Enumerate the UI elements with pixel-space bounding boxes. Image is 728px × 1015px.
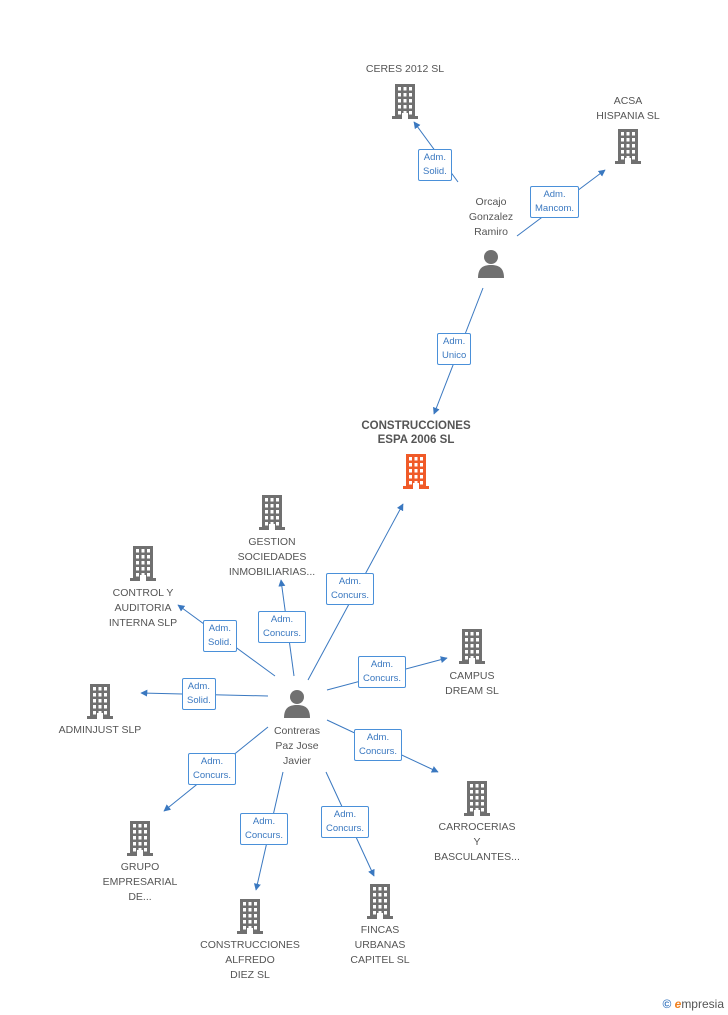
person-icon (284, 690, 310, 718)
edge-label-contreras-adminjust: Adm.Solid. (182, 678, 216, 710)
edge-label-contreras-campus: Adm.Concurs. (358, 656, 407, 688)
building-icon (615, 129, 641, 164)
person-icon (478, 250, 504, 278)
brand-logo-e: e (674, 997, 682, 1011)
building-icon (87, 684, 113, 719)
building-icon-highlighted (403, 454, 429, 489)
building-icon (259, 495, 285, 530)
building-icon (237, 899, 263, 934)
node-carrocerias[interactable]: CARROCERIAS Y BASCULANTES... (421, 780, 533, 865)
building-icon (367, 884, 393, 919)
edge-label-contreras-alfredo: Adm.Concurs. (240, 813, 289, 845)
copyright-icon: © (662, 997, 672, 1011)
node-gestion[interactable]: GESTION SOCIEDADES INMOBILIARIAS... (212, 494, 332, 580)
building-icon (464, 781, 490, 816)
node-contreras[interactable]: Contreras Paz Jose Javier (247, 688, 347, 769)
node-alfredo[interactable]: CONSTRUCCIONES ALFREDO DIEZ SL (190, 898, 310, 983)
edge-label-contreras-carrocerias: Adm.Concurs. (354, 729, 403, 761)
node-campus[interactable]: CAMPUS DREAM SL (422, 628, 522, 699)
building-icon (130, 546, 156, 581)
edge-label-orcajo-ceres: Adm.Solid. (418, 149, 452, 181)
building-icon (459, 629, 485, 664)
edge-label-contreras-control: Adm.Solid. (203, 620, 237, 652)
building-icon (127, 821, 153, 856)
edge-label-contreras-fincas: Adm.Concurs. (321, 806, 370, 838)
node-orcajo[interactable]: Orcajo Gonzalez Ramiro (441, 195, 541, 278)
node-grupo[interactable]: GRUPO EMPRESARIAL DE... (90, 820, 190, 905)
node-adminjust[interactable]: ADMINJUST SLP (44, 683, 156, 738)
edge-label-contreras-gestion: Adm.Concurs. (258, 611, 307, 643)
footer-brand: © empresia (662, 997, 724, 1011)
node-ceres[interactable]: CERES 2012 SL (350, 62, 460, 119)
brand-logo-text: mpresia (681, 997, 724, 1011)
building-icon (392, 84, 418, 119)
edge-label-orcajo-main: Adm.Unico (437, 333, 472, 365)
node-control[interactable]: CONTROL Y AUDITORIA INTERNA SLP (93, 545, 193, 631)
edge-label-contreras-grupo: Adm.Concurs. (188, 753, 237, 785)
edge-label-orcajo-acsa: Adm.Mancom. (530, 186, 580, 218)
node-main-company[interactable]: CONSTRUCCIONES ESPA 2006 SL (346, 419, 486, 489)
edge-label-contreras-main: Adm.Concurs. (326, 573, 375, 605)
node-acsa[interactable]: ACSA HISPANIA SL (578, 94, 678, 164)
node-fincas[interactable]: FINCAS URBANAS CAPITEL SL (330, 883, 430, 968)
